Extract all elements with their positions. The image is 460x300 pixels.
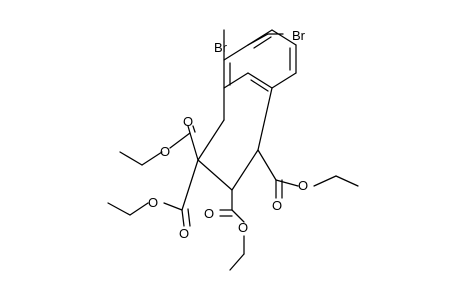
- bond-ester2-co-a: [181, 209, 185, 227]
- bond-ester1-co-b: [192, 125, 196, 133]
- oxygen-ester4-ether-label: O: [298, 178, 308, 193]
- oxygen-ester3-carbonyl-label: O: [204, 206, 214, 221]
- oxygen-ester3-ether-label: O: [238, 220, 248, 235]
- bond-ester4-oc: [275, 179, 299, 187]
- bromine-left-label: Br: [214, 40, 228, 55]
- bond-sat-5: [257, 87, 273, 151]
- bond-ester3-et-2: [229, 253, 245, 271]
- bond-ring-6-double: [253, 36, 272, 49]
- bond-ester3-oc: [231, 209, 245, 223]
- bond-ester2-et-2: [107, 202, 131, 216]
- bond-ring-5: [271, 29, 297, 46]
- bond-ester1-et-2: [119, 151, 143, 166]
- bond-lines: [107, 29, 359, 271]
- bromine-right-label: Br: [292, 28, 306, 43]
- bond-sat-2: [197, 119, 225, 161]
- bond-ring-7: [223, 44, 249, 61]
- bond-ring-2: [247, 72, 273, 89]
- bond-ester2-et-1: [129, 202, 149, 216]
- oxygen-ester1-carbonyl-label: O: [183, 114, 193, 129]
- bond-ring-3: [271, 72, 297, 89]
- oxygen-ester4-carbonyl-label: O: [272, 198, 282, 213]
- bond-ester1-c: [189, 132, 199, 161]
- bond-ch2-right: [247, 33, 269, 46]
- bond-sat-3: [197, 159, 233, 191]
- atom-labels: Br Br O O O O O O O O: [148, 28, 308, 241]
- bond-ester2-c: [181, 159, 199, 211]
- bond-ester4-et-2: [335, 175, 359, 187]
- bond-ester1-co-a: [187, 125, 191, 134]
- bond-ester2-co-b: [187, 208, 191, 227]
- bond-ester4-c: [257, 149, 277, 181]
- oxygen-ester2-ether-label: O: [148, 195, 158, 210]
- bond-ester1-oc: [169, 132, 191, 149]
- bond-ring-2-double: [250, 79, 269, 92]
- bond-ester1-et-1: [141, 151, 163, 166]
- bond-ester4-et-1: [313, 175, 337, 187]
- bond-sat-4: [231, 149, 259, 191]
- bond-ring-1: [223, 72, 249, 89]
- bond-ester2-oc: [163, 202, 183, 211]
- oxygen-ester1-ether-label: O: [160, 144, 170, 159]
- oxygen-ester2-carbonyl-label: O: [179, 226, 189, 241]
